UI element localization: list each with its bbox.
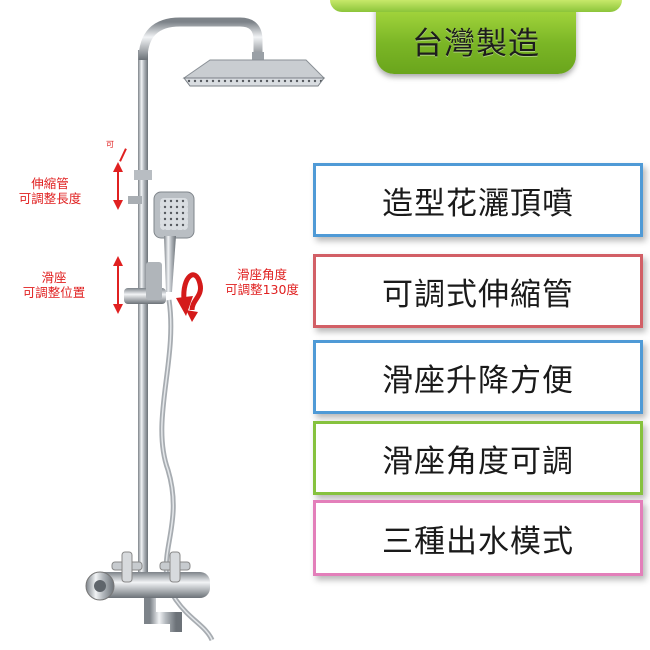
rain-shower-head [182, 59, 326, 79]
feature-box-5: 三種出水模式 [313, 500, 643, 576]
telescopic-annotation-line1: 伸縮管 [31, 176, 69, 191]
slider-annotation-line1: 滑座 [41, 270, 67, 285]
cross-handle-left [111, 551, 143, 583]
telescopic-annotation-line2: 可調整長度 [18, 191, 82, 206]
slider-arrow [113, 256, 123, 314]
telescopic-arrow [113, 162, 123, 210]
slider-annotation: 滑座 可調整位置 [6, 270, 102, 300]
tiny-mark: 可 [106, 140, 114, 149]
angle-annotation-line2: 可調整130度 [225, 282, 299, 297]
made-in-taiwan-banner: 台灣製造 [330, 0, 622, 74]
angle-annotation-line1: 滑座角度 [236, 267, 287, 282]
telescopic-annotation: 伸縮管 可調整長度 [6, 176, 94, 206]
bath-spout [144, 598, 182, 632]
angle-annotation: 滑座角度 可調整130度 [214, 267, 310, 297]
feature-box-1: 造型花灑頂噴 [313, 163, 643, 237]
banner-label: 台灣製造 [412, 25, 540, 62]
feature-box-4: 滑座角度可調 [313, 421, 643, 495]
feature-box-2: 可調式伸縮管 [313, 254, 643, 328]
riser-pipe [138, 50, 148, 590]
slider-annotation-line2: 可調整位置 [22, 285, 86, 300]
cross-handle-right [159, 551, 191, 583]
feature-box-3: 滑座升降方便 [313, 340, 643, 414]
angle-arrow [176, 272, 203, 322]
shower-arm [138, 17, 263, 61]
